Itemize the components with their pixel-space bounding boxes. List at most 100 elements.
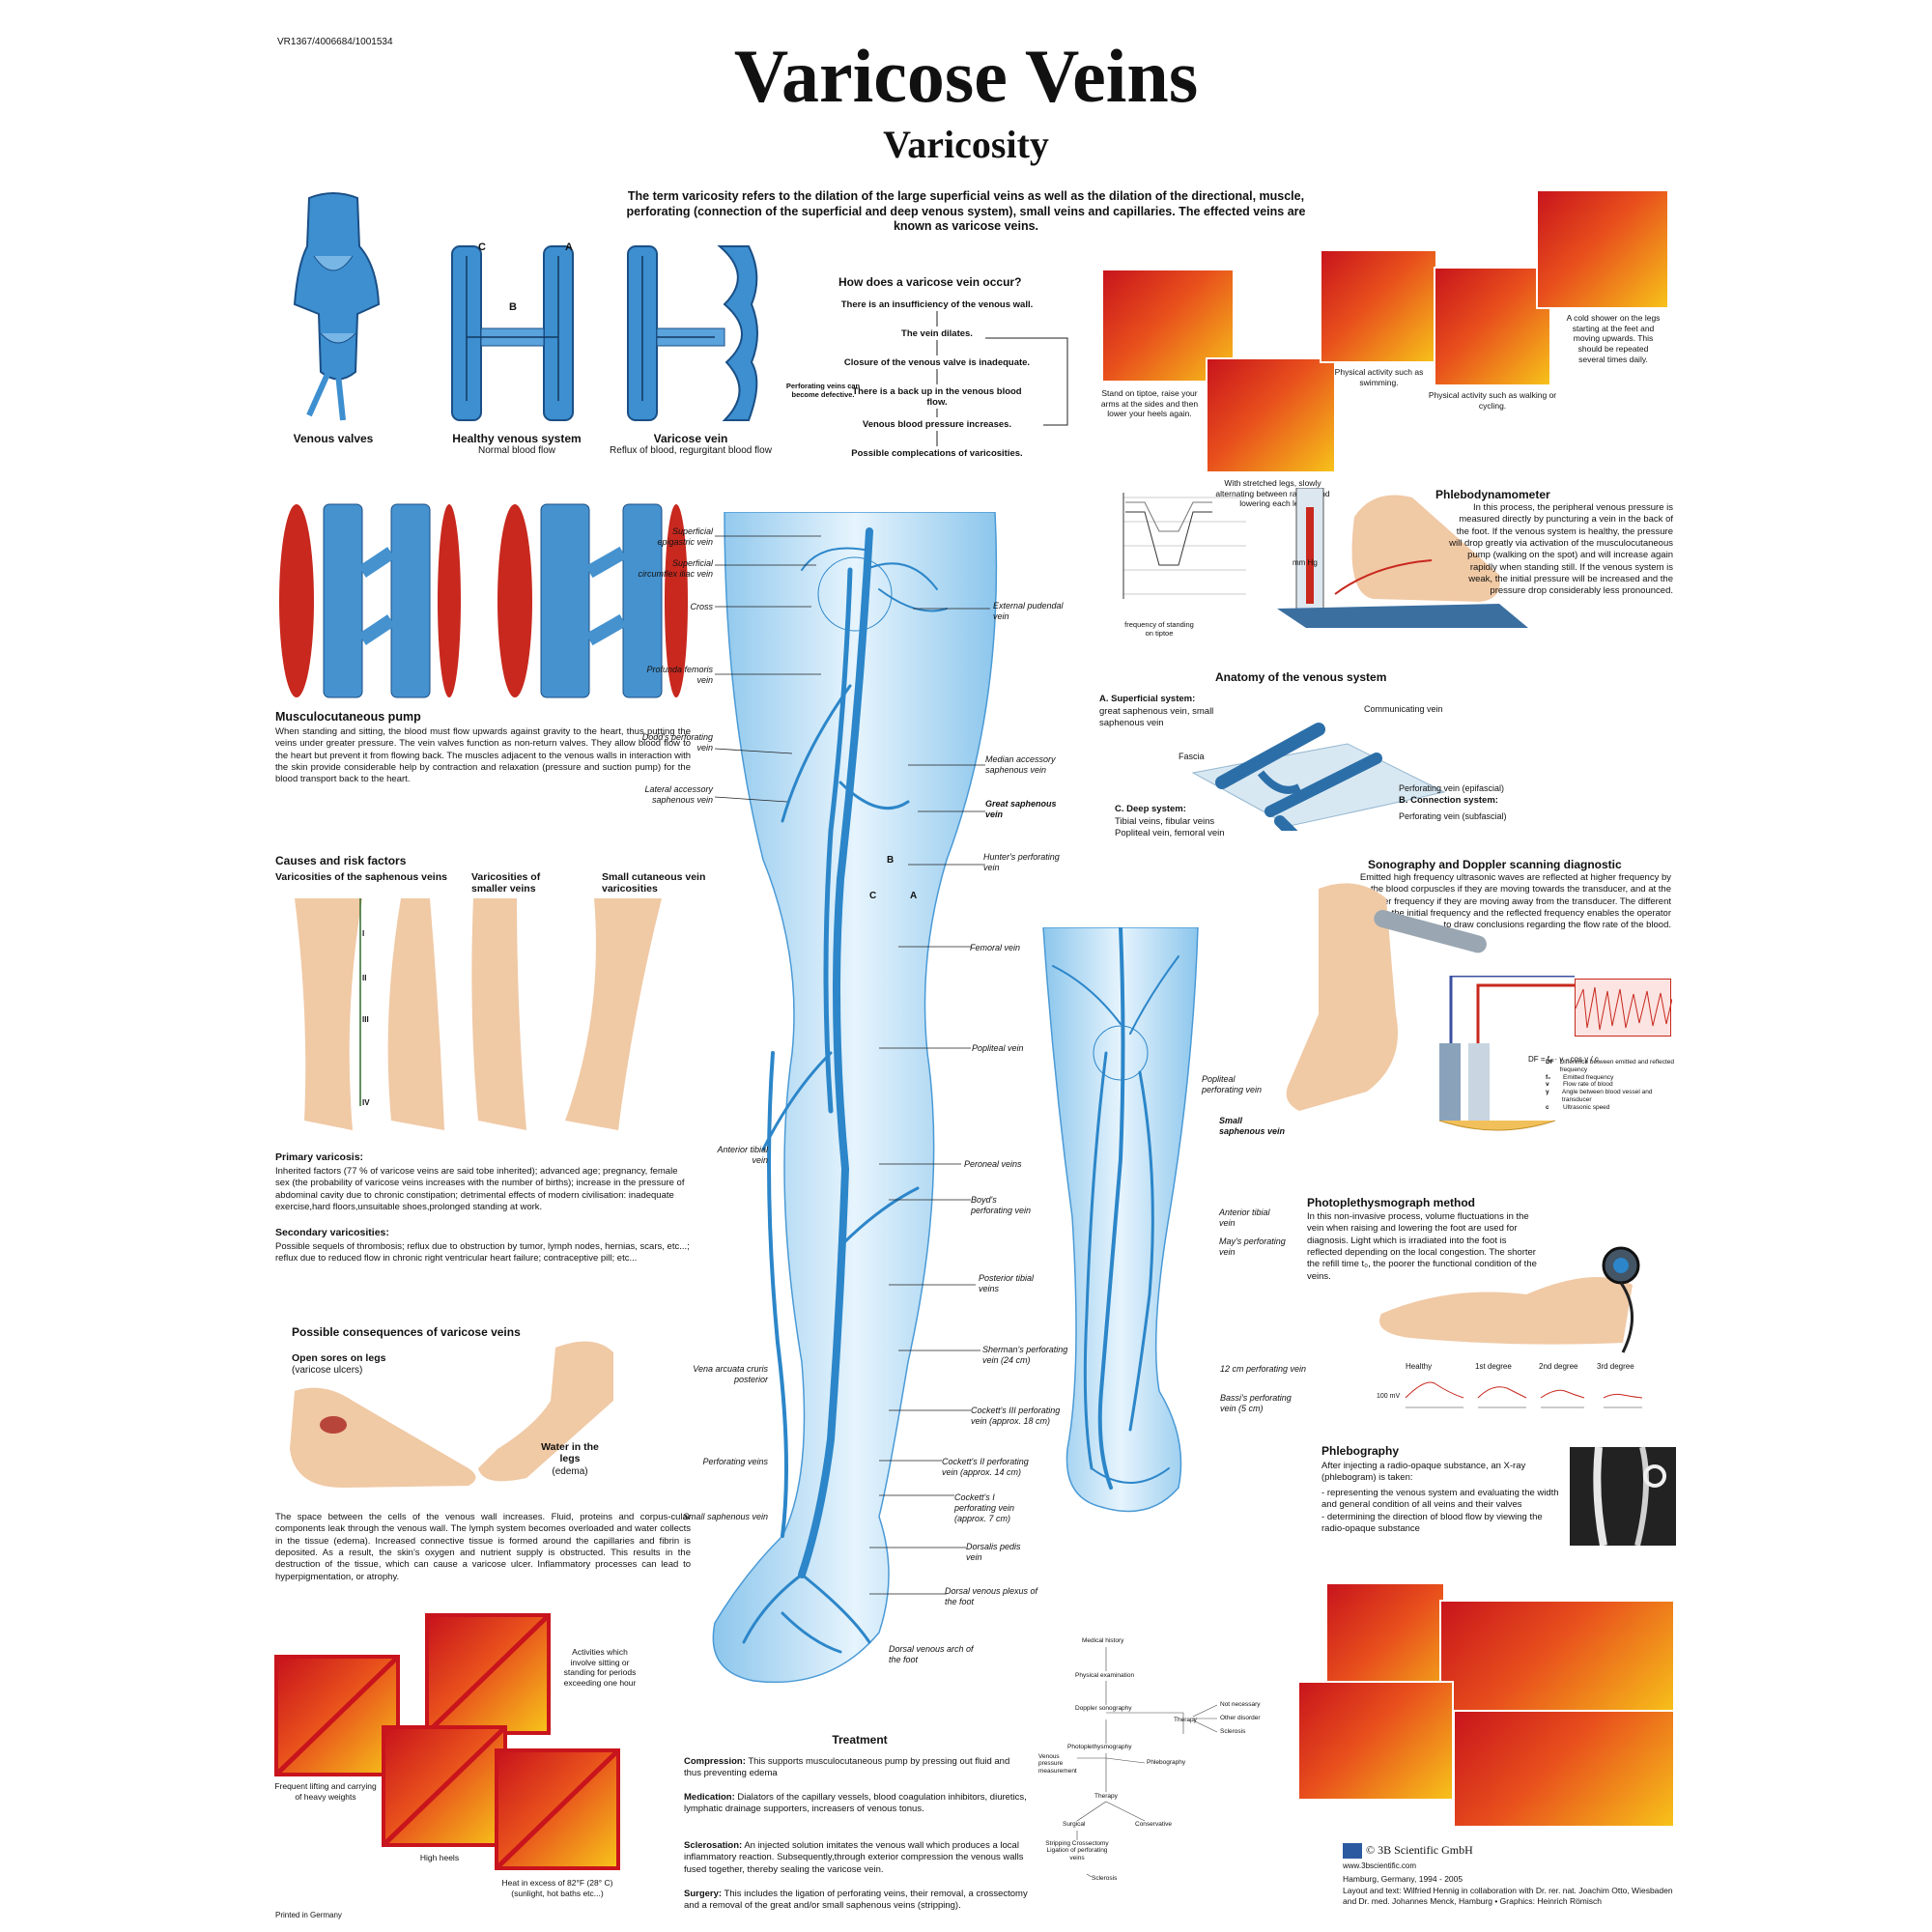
diagnostic-tree: Medical history Physical examination Dop… (1038, 1637, 1280, 1889)
anatomy-c-title: C. Deep system: (1115, 804, 1186, 814)
label-median-accessory: Median accessory saphenous vein (985, 754, 1056, 775)
flow-step-3: Closure of the venous valve is inadequat… (843, 357, 1031, 368)
varicose-vein-title: Varicose vein (653, 432, 728, 445)
ppg-foot-figure (1372, 1227, 1681, 1362)
anatomy-c-text: Tibial veins, fibular veins Popliteal ve… (1115, 816, 1225, 839)
stage-iii: III (362, 1015, 369, 1024)
sonography-foot-figure (1280, 869, 1502, 1121)
primary-text: Inherited factors (77 % of varicose vein… (275, 1166, 685, 1213)
label-posterior-tibial: Posterior tibial veins (979, 1273, 1035, 1293)
phlebography-list: representing the venous system and evalu… (1321, 1488, 1563, 1535)
avoid-panel-heat (495, 1748, 620, 1870)
label-popliteal-perforating: Popliteal perforating vein (1202, 1074, 1263, 1094)
flow-step-4: There is a back up in the venous blood f… (852, 386, 1022, 408)
tree-therapy-1: Therapy (1174, 1717, 1197, 1723)
flow-title: How does a varicose vein occur? (838, 275, 1022, 289)
exercise-caption-1: Stand on tiptoe, raise your arms at the … (1100, 388, 1199, 419)
water-sub: (edema) (552, 1466, 588, 1477)
label-perforating-veins: Perforating veins (702, 1457, 768, 1466)
page-subtitle: Varicosity (883, 123, 1049, 166)
avoid-panel-sitting (425, 1613, 551, 1735)
label-dorsalis-pedis: Dorsalis pedis vein (966, 1542, 1021, 1562)
anterior-leg-figure (686, 511, 1034, 1700)
avoid-panel-heels (382, 1725, 507, 1847)
pump-title: Musculocutaneous pump (275, 710, 421, 724)
causes-title: Causes and risk factors (275, 854, 407, 867)
phlebodynamometer-title: Phlebodynamometer (1435, 488, 1550, 501)
leader-lines (714, 535, 990, 1595)
causes-col1: Varicosities of the saphenous veins (275, 871, 447, 883)
tree-other-disorder: Other disorder (1220, 1715, 1261, 1721)
tree-physical-exam: Physical examination (1075, 1672, 1135, 1679)
printed-note: Printed in Germany (275, 1911, 342, 1919)
footer-credits-1: Hamburg, Germany, 1994 - 2005 (1343, 1874, 1463, 1884)
exercise-caption-5: A cold shower on the legs starting at th… (1566, 313, 1661, 364)
treatment-desc: Dialators of the capillary vessels, bloo… (684, 1792, 1027, 1815)
legend-value: Ultrasonic speed (1563, 1103, 1610, 1111)
tree-surgical: Surgical (1063, 1821, 1086, 1828)
tree-doppler: Doppler sonography (1075, 1705, 1132, 1712)
label-lateral-accessory: Lateral accessory saphenous vein (644, 784, 713, 805)
exercise-panel-5 (1536, 189, 1669, 309)
exercise-caption-4: Physical activity such as walking or cyc… (1428, 390, 1557, 411)
legs-figure (275, 898, 691, 1140)
tree-therapy-2: Therapy (1094, 1793, 1118, 1800)
tree-phlebography: Phlebography (1147, 1759, 1186, 1766)
label-superficial-epigastric: Superficial epigastric vein (657, 526, 713, 547)
healthy-venous-title: Healthy venous system (452, 432, 582, 445)
label-vena-arcuata: Vena arcuata cruris posterior (693, 1364, 768, 1384)
venous-valves-figure (270, 188, 396, 430)
label-cocketts-iii: Cockett's III perforating vein (approx. … (971, 1406, 1061, 1426)
tree-not-necessary: Not necessary (1220, 1701, 1261, 1708)
ppg-curve-1st: 1st degree (1475, 1362, 1512, 1371)
primary-title: Primary varicosis: (275, 1151, 364, 1163)
varicose-vein-sub: Reflux of blood, regurgitant blood flow (610, 445, 772, 456)
water-title: Water in the legs (541, 1441, 599, 1464)
anatomy-b-title: B. Connection system: (1399, 795, 1498, 806)
label-fascia: Fascia (1179, 752, 1205, 761)
tree-ppg: Photoplethysmography (1067, 1744, 1132, 1750)
legend-key: f₀ (1546, 1073, 1551, 1081)
exercise-caption-2: With stretched legs, slowly alternating … (1215, 478, 1330, 509)
stage-i: I (362, 929, 365, 938)
phlebogram-xray (1570, 1446, 1676, 1547)
doppler-waveform (1575, 979, 1673, 1037)
pressure-graph-xlabel: frequency of standing on tiptoe (1124, 620, 1194, 639)
anatomy-a-text: great saphenous vein, small saphenous ve… (1099, 706, 1214, 729)
avoid-caption-heat: Heat in excess of 82°F (28° C) (sunlight… (501, 1878, 613, 1898)
phlebography-title: Phlebography (1321, 1444, 1400, 1458)
label-anterior-tibial: Anterior tibial vein (717, 1145, 768, 1165)
exercise-panel-3 (1320, 249, 1437, 363)
poster-code: VR1367/4006684/1001534 (277, 37, 393, 47)
venous-valves-label: Venous valves (293, 432, 374, 445)
treatment-term: Medication: (684, 1792, 735, 1803)
avoid-caption-lifting: Frequent lifting and carrying of heavy w… (274, 1781, 377, 1802)
flow-step-1: There is an insufficiency of the venous … (840, 299, 1034, 310)
label-circumflex-iliac: Superficial circumflex iliac vein (638, 558, 713, 579)
label-dorsal-venous-plexus: Dorsal venous plexus of the foot (945, 1586, 1038, 1606)
pump-text: When standing and sitting, the blood mus… (275, 726, 691, 785)
ppg-curve-2nd: 2nd degree (1539, 1362, 1578, 1371)
label-dodds-perforating: Dodd's perforating vein (641, 732, 713, 753)
exercise-panel-4 (1434, 267, 1551, 386)
legend-value: Flow rate of blood (1563, 1081, 1613, 1089)
secondary-text: Possible sequels of thrombosis; reflux d… (275, 1241, 690, 1264)
label-shermans-perforating: Sherman's perforating vein (24 cm) (982, 1345, 1068, 1365)
causes-col3: Small cutaneous vein varicosities (602, 871, 706, 895)
healthy-venous-sub: Normal blood flow (477, 445, 556, 456)
anatomy-a-title: A. Superficial system: (1099, 694, 1196, 704)
phlebography-intro: After injecting a radio-opaque substance… (1321, 1461, 1526, 1484)
treatment-desc: This supports musculocutaneous pump by p… (684, 1756, 1010, 1779)
legend-value: Angle between blood vessel and transduce… (1561, 1089, 1653, 1103)
healthy-letter-b: B (509, 301, 517, 313)
label-dorsal-venous-arch: Dorsal venous arch of the foot (889, 1644, 974, 1664)
ppg-curve-healthy: Healthy (1406, 1362, 1433, 1371)
unit-mmhg: mm Hg (1293, 558, 1318, 567)
treatment-item-medication: Medication: Dialators of the capillary v… (684, 1792, 1028, 1816)
stage-ii: II (362, 974, 367, 982)
label-12cm-perforating: 12 cm perforating vein (1220, 1364, 1307, 1374)
healthy-letter-a: A (565, 242, 573, 253)
